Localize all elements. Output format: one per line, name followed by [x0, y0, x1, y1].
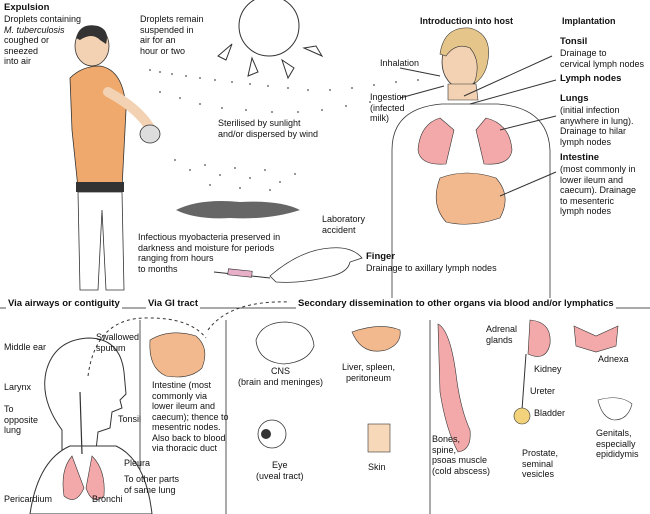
genitals-icon	[597, 397, 633, 421]
skin-icon	[367, 423, 391, 453]
secondary-dissemination-arrow	[207, 301, 291, 331]
tonsil-text: Drainage to cervical lymph nodes	[560, 48, 645, 69]
adnexa-label: Adnexa	[598, 354, 629, 364]
host-woman-figure	[391, 27, 557, 301]
lungs-text: (initial infection anywhere in lung). Dr…	[560, 105, 634, 147]
infectious-text: Infectious myobacteria preserved in dark…	[138, 232, 281, 274]
adnexa-icon	[573, 325, 619, 353]
intestine-heading: Intestine	[560, 152, 600, 163]
pleura-label: Pleura	[124, 458, 151, 468]
intestine-text: (most commonly in lower ileum and caecum…	[560, 164, 637, 216]
puddle	[176, 201, 300, 219]
hand-with-syringe	[213, 247, 363, 283]
inhalation-text: Inhalation	[380, 58, 420, 68]
brain-icon	[255, 321, 315, 365]
bladder-label: Bladder	[534, 408, 566, 418]
introduction-heading: Introduction into host	[420, 16, 513, 26]
swallowed-sputum-label: Swallowed sputum	[96, 332, 140, 353]
eye-label: Eye (uveal tract)	[256, 460, 304, 481]
spine-icon	[437, 323, 471, 453]
finger-heading: Finger	[366, 251, 396, 262]
laboratory-text: Laboratory accident	[322, 214, 366, 235]
airways-heading: Via airways or contiguity	[6, 298, 122, 309]
genitals-label: Genitals, especially epididymis	[596, 428, 639, 459]
finger-text: Drainage to axillary lymph nodes	[366, 263, 497, 273]
secondary-dissemination-heading: Secondary dissemination to other organs …	[296, 298, 616, 309]
kidney-label: Kidney	[534, 364, 562, 374]
tonsil-label: Tonsil	[118, 414, 142, 424]
bladder-icon	[513, 407, 531, 425]
middle-ear-label: Middle ear	[4, 342, 47, 352]
expulsion-heading: Expulsion	[4, 2, 50, 13]
eye-pupil	[261, 429, 271, 439]
ureter-icon	[521, 353, 527, 411]
larynx-label: Larynx	[4, 382, 32, 392]
bronchi-label: Bronchi	[92, 494, 123, 504]
cns-label: CNS (brain and meninges)	[238, 366, 324, 387]
skin-label: Skin	[368, 462, 386, 472]
bones-label: Bones, spine, psoas muscle (cold abscess…	[432, 434, 491, 476]
droplet-stream	[149, 69, 419, 191]
prostate-label: Prostate, seminal vesicles	[522, 448, 559, 479]
adrenal-label: Adrenal glands	[486, 324, 518, 345]
intestine-icon	[149, 332, 206, 378]
lungs-heading: Lungs	[560, 93, 589, 104]
sterilised-text: Sterilised by sunlight and/or dispersed …	[218, 118, 319, 139]
implantation-heading: Implantation	[562, 16, 616, 26]
pericardium-label: Pericardium	[4, 494, 53, 504]
swallowed-sputum-arrow	[87, 317, 207, 377]
liver-label: Liver, spleen, peritoneum	[342, 362, 396, 383]
lymph-nodes-heading: Lymph nodes	[560, 73, 622, 84]
opposite-lung-label: To opposite lung	[4, 404, 39, 435]
ingestion-text: Ingestion (infected milk)	[370, 92, 407, 123]
coughing-man-figure	[69, 25, 161, 291]
droplets-text: Droplets remain suspended in air for an …	[140, 14, 204, 56]
sun-icon	[217, 0, 324, 80]
other-parts-label: To other parts of same lung	[124, 474, 180, 495]
tonsil-heading: Tonsil	[560, 36, 588, 47]
eye-icon	[257, 419, 287, 449]
liver-icon	[351, 326, 401, 352]
ureter-label: Ureter	[530, 386, 556, 396]
airway-head-diagram	[29, 337, 153, 514]
gi-tract-heading: Via GI tract	[146, 298, 200, 309]
kidney-icon	[527, 319, 551, 357]
gi-intestine-text: Intestine (most commonly via lower ileum…	[152, 380, 229, 453]
